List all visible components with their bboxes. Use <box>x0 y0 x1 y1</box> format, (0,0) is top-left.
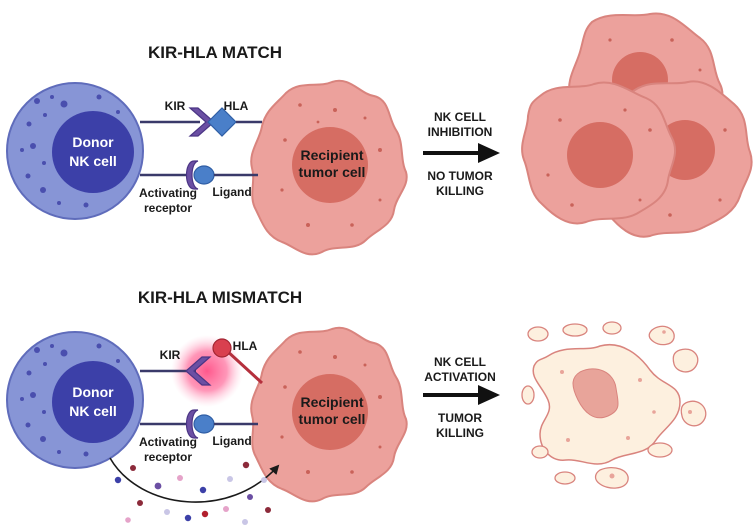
outcome-1-line-2: ACTIVATION <box>424 370 496 384</box>
outcome-2-line-2: KILLING <box>436 426 484 440</box>
tumor-cell-label-2: tumor cell <box>299 411 366 427</box>
match-kir-hla-pair: KIR HLA <box>140 99 262 137</box>
outcome-2-line-2: KILLING <box>436 184 484 198</box>
ligand-label: Ligand <box>212 185 251 199</box>
activating-receptor-icon <box>185 160 199 190</box>
nk-granules <box>20 94 120 208</box>
tumor-granules <box>280 103 382 227</box>
mismatch-kir-hla-pair: KIR HLA <box>140 335 264 407</box>
lysed-tumor-cell <box>521 321 707 489</box>
nk-cell-label-2: NK cell <box>69 153 116 169</box>
outcome-1-line-2: INHIBITION <box>428 125 493 139</box>
curved-arrow-icon <box>109 457 280 503</box>
match-tumor-cell: Recipient tumor cell <box>250 79 408 256</box>
match-activating-pair: Activating receptor Ligand <box>139 160 258 215</box>
granule-dots <box>114 461 271 525</box>
granule-release <box>109 457 280 525</box>
activating-label-1: Activating <box>139 435 197 449</box>
activating-label-2: receptor <box>144 450 192 464</box>
match-panel: KIR-HLA MATCH Donor NK cell <box>6 12 753 256</box>
outcome-2-line-1: NO TUMOR <box>427 169 493 183</box>
tumor-cell-cluster <box>521 12 753 238</box>
mismatch-nk-cell: Donor NK cell <box>6 331 144 469</box>
tumor-cell-label-2: tumor cell <box>299 164 366 180</box>
arrow-right-icon <box>423 143 500 163</box>
outcome-1-line-1: NK CELL <box>434 110 486 124</box>
outcome-1-line-1: NK CELL <box>434 355 486 369</box>
tumor-cell-label-1: Recipient <box>300 394 363 410</box>
ligand-label: Ligand <box>212 434 251 448</box>
activating-receptor-icon <box>185 409 199 439</box>
activating-label-1: Activating <box>139 186 197 200</box>
hla-label: HLA <box>233 339 258 353</box>
match-title: KIR-HLA MATCH <box>148 43 282 62</box>
nk-cell-label-1: Donor <box>72 134 114 150</box>
arrow-right-icon <box>423 385 500 405</box>
outcome-2-line-1: TUMOR <box>438 411 482 425</box>
tumor-cell-label-1: Recipient <box>300 147 363 163</box>
kir-receptor-icon <box>185 356 212 386</box>
nk-cell-label-2: NK cell <box>69 403 116 419</box>
hla-mismatch-icon <box>212 338 232 358</box>
hla-label: HLA <box>224 99 249 113</box>
activating-label-2: receptor <box>144 201 192 215</box>
ligand-icon <box>193 414 215 434</box>
kir-label: KIR <box>160 348 181 362</box>
nk-cell-label-1: Donor <box>72 384 114 400</box>
mismatch-outcome: NK CELL ACTIVATION TUMOR KILLING <box>423 355 500 440</box>
mismatch-panel: KIR-HLA MISMATCH Donor NK cell <box>6 288 707 525</box>
match-outcome: NK CELL INHIBITION NO TUMOR KILLING <box>423 110 500 198</box>
mismatch-activating-pair: Activating receptor Ligand <box>139 409 258 464</box>
mismatch-title: KIR-HLA MISMATCH <box>138 288 302 307</box>
membrane-fragments <box>521 321 707 489</box>
mismatch-tumor-cell: Recipient tumor cell <box>250 326 408 503</box>
match-nk-cell: Donor NK cell <box>6 82 144 220</box>
ligand-icon <box>193 165 215 185</box>
kir-label: KIR <box>165 99 186 113</box>
